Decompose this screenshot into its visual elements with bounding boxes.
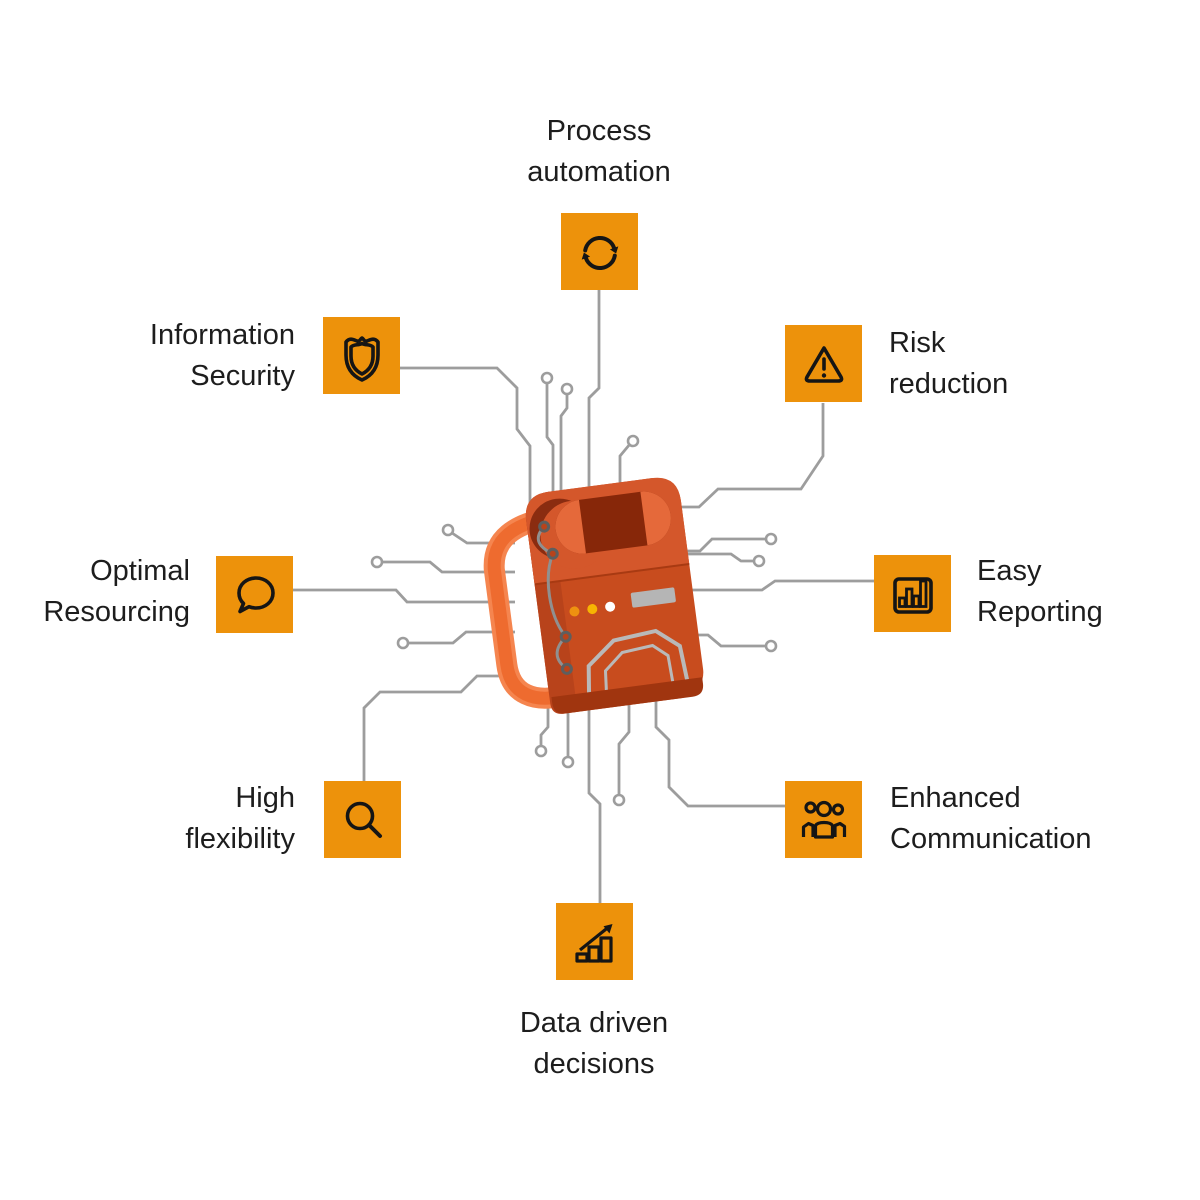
risk-reduction-icon-box (785, 325, 862, 402)
magnifier-icon (345, 801, 382, 838)
easy-reporting-icon-box (874, 555, 951, 632)
central-device-illustration (483, 477, 704, 714)
sync-icon (581, 235, 618, 270)
warning-icon (804, 345, 843, 383)
process-automation-icon-box (561, 213, 638, 290)
people-icon (801, 800, 846, 839)
shield-icon (343, 335, 380, 382)
data-driven-decisions-icon-box (556, 903, 633, 980)
enhanced-communication-icon-box (785, 781, 862, 858)
optimal-resourcing-icon-box (216, 556, 293, 633)
information-security-icon-box (323, 317, 400, 394)
speech-bubble-icon (236, 575, 275, 613)
high-flexibility-icon-box (324, 781, 401, 858)
bar-chart-icon (892, 576, 933, 614)
growth-icon (574, 923, 613, 963)
